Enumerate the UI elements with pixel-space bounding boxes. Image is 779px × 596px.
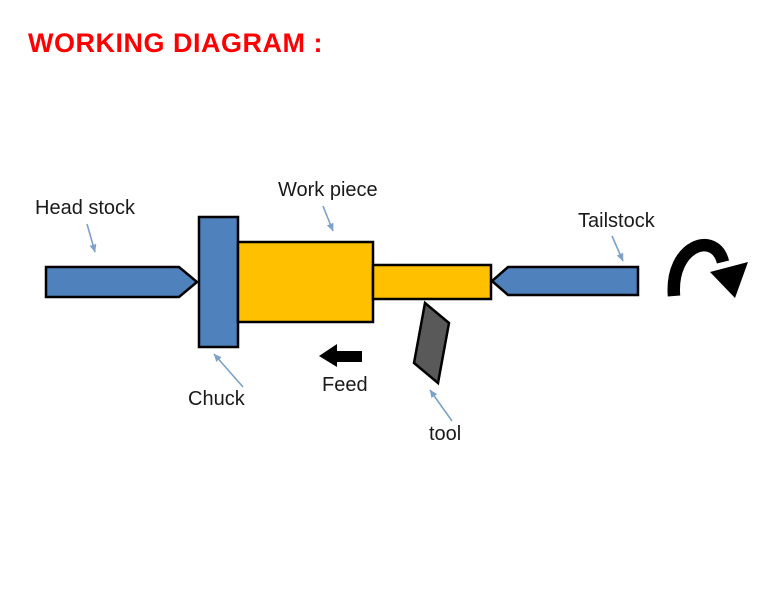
chuck-label: Chuck	[188, 388, 246, 410]
tool-shape	[412, 300, 451, 386]
tailstock-pointer-arrow-icon	[611, 235, 624, 262]
headstock-arrow-shape	[44, 265, 199, 299]
chuck-shape	[197, 215, 240, 349]
headstock-label: Head stock	[35, 197, 136, 219]
rotation-arrow-icon	[667, 239, 748, 298]
tool-label: tool	[429, 423, 461, 445]
tool-pointer-arrow-icon	[429, 389, 453, 422]
tailstock-label: Tailstock	[578, 210, 656, 232]
feed-label: Feed	[322, 374, 368, 396]
rotation-arc	[667, 239, 730, 297]
workpiece-turned-shape	[371, 263, 493, 301]
workpiece-body-shape	[236, 240, 375, 324]
chuck-pointer-arrow-icon	[213, 353, 244, 388]
workpiece-pointer-arrow-icon	[322, 205, 334, 232]
feed-arrow-icon	[319, 344, 362, 367]
rotation-arrowhead	[710, 262, 748, 298]
headstock-pointer-arrow-icon	[86, 223, 97, 253]
workpiece-label: Work piece	[278, 179, 378, 201]
page-title: WORKING DIAGRAM :	[28, 28, 323, 58]
tailstock-arrow-shape	[490, 265, 640, 297]
